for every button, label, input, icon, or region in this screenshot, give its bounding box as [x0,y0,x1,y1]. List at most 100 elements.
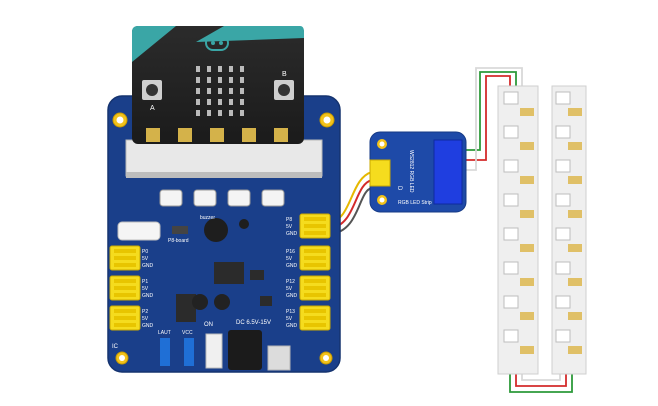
pin-label: P12 [286,279,295,285]
strip-pad [568,312,582,320]
strip-led [555,329,571,343]
dc-label: DC 6.5V-15V [236,320,271,326]
pin-label: GND [142,263,154,269]
teal-accent-right [196,26,304,42]
edge-pads [146,128,288,142]
strip-led [555,295,571,309]
matrix-led [196,77,200,83]
strip-pad [568,244,582,252]
strip-led [503,159,519,173]
pin-label: P0 [142,249,148,255]
matrix-led [240,110,244,116]
header-label-1: LAUT [158,330,171,336]
onboard-leds [159,189,285,207]
matrix-led [229,99,233,105]
led-matrix [196,66,244,116]
battery-connector [267,345,291,371]
matrix-led [218,110,222,116]
matrix-led [229,66,233,72]
pin-label: GND [286,293,298,299]
teal-accent-left [132,26,176,62]
strip-led [555,227,571,241]
matrix-led [240,66,244,72]
pin-label: P1 [142,279,148,285]
matrix-led [218,77,222,83]
strip-led [503,193,519,207]
buzzer [204,218,228,242]
pin-label: 5V [286,256,293,262]
microbit: A B [132,26,304,144]
strip-pad [568,346,582,354]
microbit-logo-icon [205,35,229,51]
strip-led [503,227,519,241]
matrix-led [196,88,200,94]
strip-led [503,91,519,105]
strip-pad [568,142,582,150]
matrix-led [229,77,233,83]
strip-led [555,91,571,105]
module-chip-text: WS2812 RGB LED [408,150,414,193]
matrix-led [240,88,244,94]
strip-pad [520,108,534,116]
strip-led [555,193,571,207]
strip-pad [568,210,582,218]
strip-led [503,295,519,309]
button-a-label: A [150,105,155,112]
strip-led [555,261,571,275]
pin-label: 5V [286,286,293,292]
matrix-led [196,99,200,105]
strip-pad [520,312,534,320]
pin-label: GND [142,293,154,299]
matrix-led [207,77,211,83]
ic-label: IC [112,344,119,350]
strip-pad [568,176,582,184]
matrix-led [207,66,211,72]
module-chip [433,139,463,205]
strip-pad [520,210,534,218]
module-title: RGB LED Strip [398,200,432,206]
pin-label: P13 [286,309,295,315]
matrix-led [218,88,222,94]
pin-label: P8 [286,217,292,223]
matrix-led [207,88,211,94]
led-strips [497,85,587,375]
on-label: ON [204,322,213,328]
matrix-led [218,66,222,72]
pin-label: 5V [286,224,293,230]
reset-button [117,221,161,241]
pin-label: P16 [286,249,295,255]
button-b-label: B [282,71,287,78]
matrix-led [196,66,200,72]
strip-led [503,329,519,343]
pin-label: 5V [142,286,149,292]
pin-label: 5V [142,316,149,322]
strip-pad [520,278,534,286]
chip-main [214,262,244,284]
jumper-1 [160,338,170,366]
strip-pad [520,244,534,252]
strip-pad [520,142,534,150]
matrix-led [196,110,200,116]
matrix-led [218,99,222,105]
matrix-led [240,77,244,83]
strip-pad [520,346,534,354]
pin-label: GND [142,323,154,329]
pin-label: GND [286,231,298,237]
matrix-led [207,99,211,105]
header-label-2: VCC [182,330,193,336]
dc-jack [228,330,262,370]
matrix-led [229,88,233,94]
strip-pad [520,176,534,184]
jumper-2 [184,338,194,366]
strip-pad [568,278,582,286]
reset-label: P8-board [168,238,189,244]
